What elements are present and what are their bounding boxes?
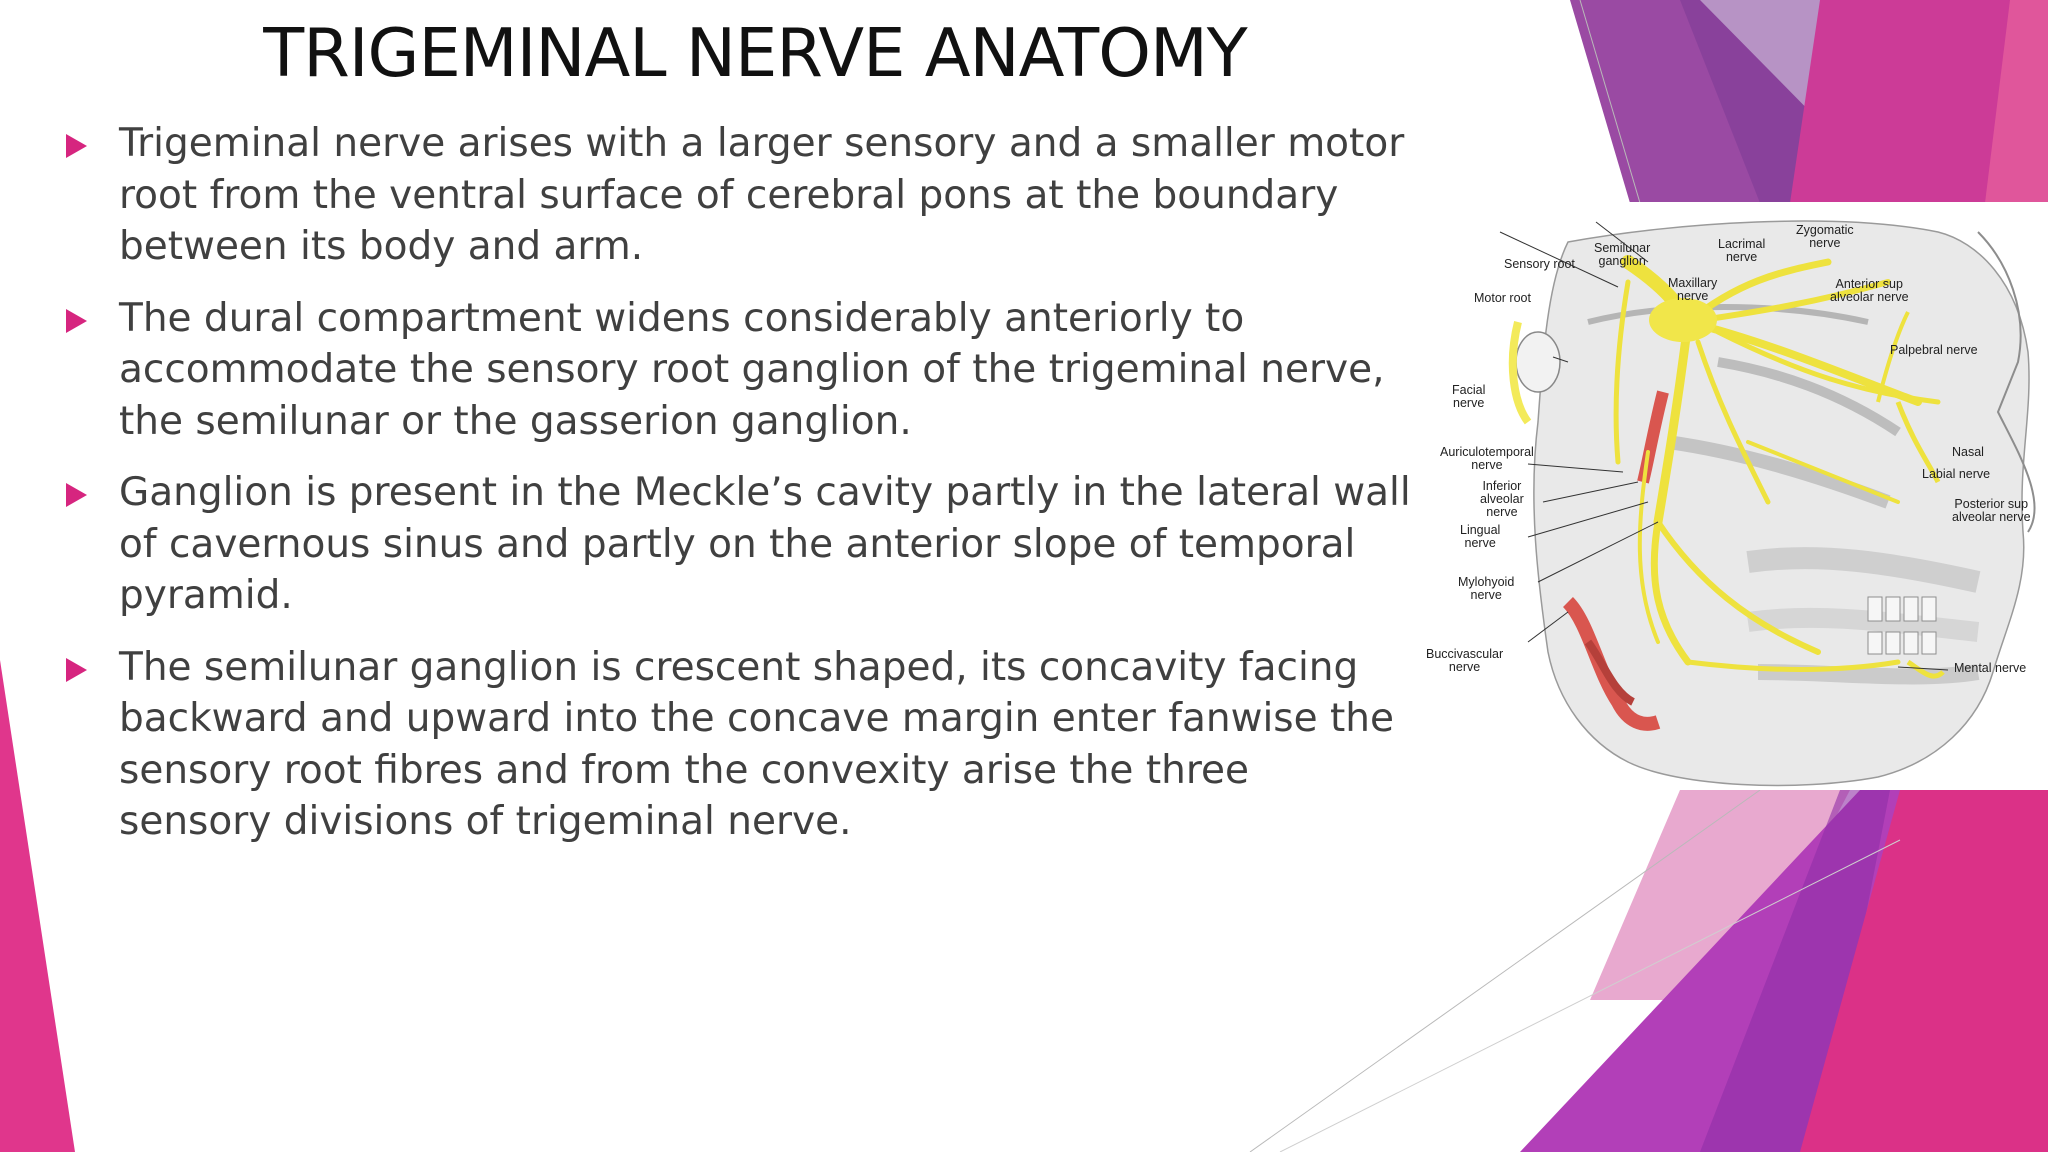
triangle-bullet-icon [66,483,87,507]
bullet-list: Trigeminal nerve arises with a larger se… [62,118,1412,868]
label-maxillary-nerve: Maxillary nerve [1668,276,1718,303]
label-semilunar-ganglion: Semilunar ganglion [1594,241,1651,268]
label-anterior-sup-alveolar-nerve: Anterior sup alveolar nerve [1830,277,1909,304]
bullet-text: The dural compartment widens considerabl… [119,295,1385,444]
bullet-text: Trigeminal nerve arises with a larger se… [119,121,1405,269]
trigeminal-nerve-illustration: Sensory root Semilunar ganglion Lacrimal… [1418,202,2048,790]
label-zygomatic-nerve: Zygomatic nerve [1796,223,1854,250]
bullet-text: Ganglion is present in the Meckle’s cavi… [119,470,1411,618]
label-posterior-sup-alveolar-nerve: Posterior sup alveolar nerve [1952,497,2031,524]
label-mental-nerve: Mental nerve [1954,661,2027,675]
label-nasal: Nasal [1952,445,1984,459]
bottom-right-magenta-shape [1800,790,2048,1152]
triangle-bullet-icon [66,657,87,682]
label-mylohyoid-nerve: Mylohyoid nerve [1458,575,1515,602]
label-buccivascular-nerve: Buccivascular nerve [1426,647,1504,674]
bullet-text: The semilunar ganglion is crescent shape… [119,644,1395,845]
decorative-line [1579,0,1641,204]
bottom-right-light-pink-shape [1590,790,1850,1000]
bottom-right-violet-shape [1700,790,1890,1152]
top-right-pink-shape [1985,0,2048,203]
bullet-item: The semilunar ganglion is crescent shape… [62,642,1412,848]
decorative-line [1279,839,1901,1152]
decorative-line [1249,789,1761,1152]
bullet-item: The dural compartment widens considerabl… [62,293,1412,448]
label-auriculotemporal-nerve: Auriculotemporal nerve [1440,445,1534,472]
left-edge-pink-shape [0,660,75,1152]
label-lacrimal-nerve: Lacrimal nerve [1718,237,1766,264]
label-inferior-alveolar-nerve: Inferior alveolar nerve [1480,479,1524,519]
bullet-item: Ganglion is present in the Meckle’s cavi… [62,467,1412,622]
triangle-bullet-icon [66,134,87,158]
skull-drawing [1499,220,2036,787]
bullet-item: Trigeminal nerve arises with a larger se… [62,118,1412,273]
slide-title: TRIGEMINAL NERVE ANATOMY [263,14,1247,92]
label-palpebral-nerve: Palpebral nerve [1890,343,1978,357]
label-lingual-nerve: Lingual nerve [1460,523,1501,550]
label-motor-root: Motor root [1474,291,1531,305]
triangle-bullet-icon [66,308,87,333]
label-labial-nerve: Labial nerve [1922,467,1991,481]
top-right-magenta-shape [1790,0,2048,203]
label-facial-nerve: Facial nerve [1452,383,1486,410]
label-sensory-root: Sensory root [1504,257,1575,271]
